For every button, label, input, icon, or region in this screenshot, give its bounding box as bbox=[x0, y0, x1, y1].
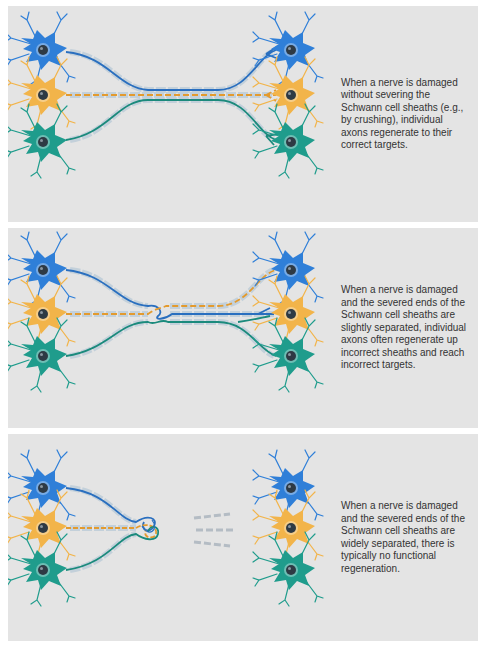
explanation-panel: When a nerve is damaged and the severed … bbox=[8, 434, 478, 641]
explanation-panel: When a nerve is damaged without severing… bbox=[8, 6, 478, 222]
text-group: When a nerve is damaged and the severed … bbox=[341, 500, 469, 575]
panel-caption: When a nerve is damaged and the severed … bbox=[341, 500, 469, 575]
explanation-panel: When a nerve is damaged and the severed … bbox=[8, 228, 478, 428]
text-group: When a nerve is damaged without severing… bbox=[341, 77, 469, 152]
text-group: When a nerve is damaged and the severed … bbox=[341, 284, 469, 372]
panel-caption: When a nerve is damaged and the severed … bbox=[341, 284, 469, 372]
panel-caption: When a nerve is damaged without severing… bbox=[341, 77, 469, 152]
